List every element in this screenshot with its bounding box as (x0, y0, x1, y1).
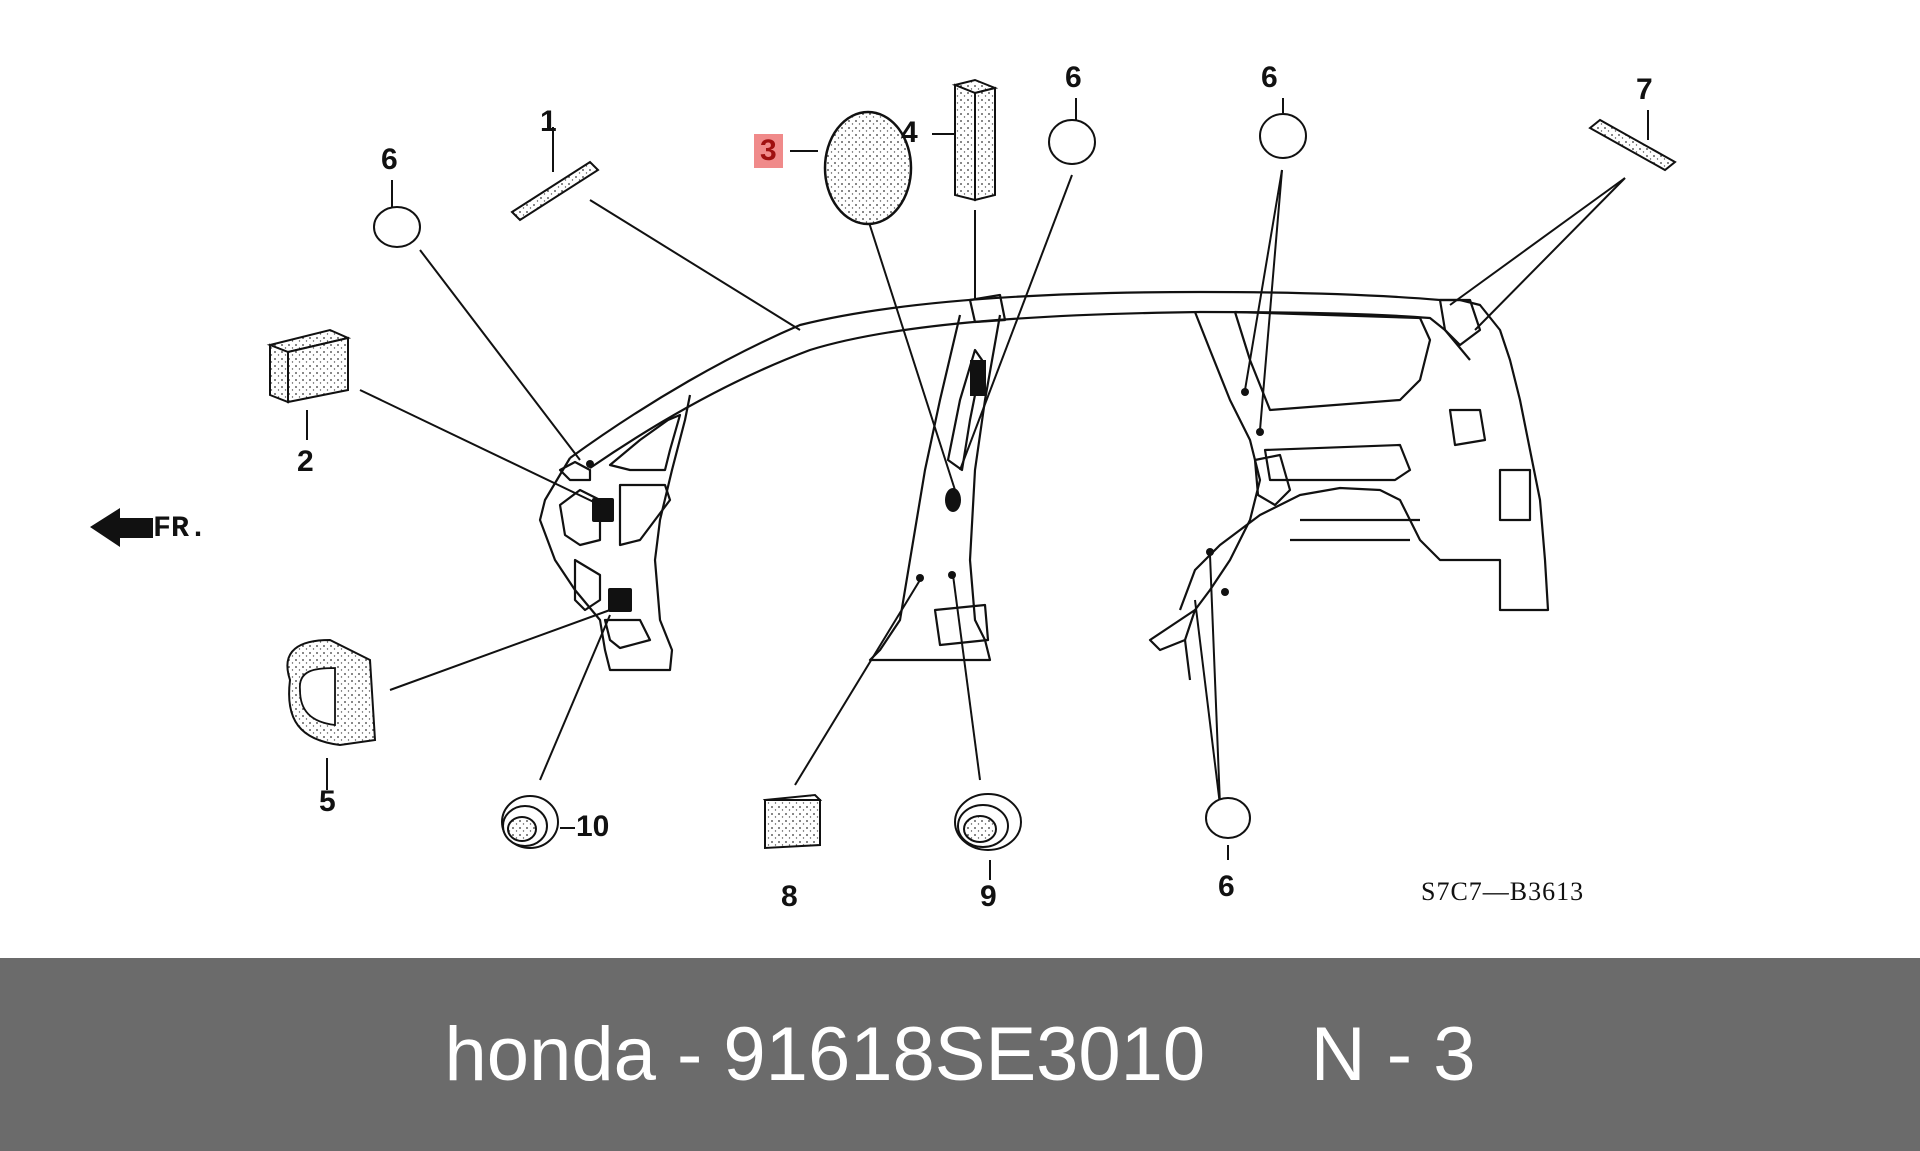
callout-6: 6 (1218, 870, 1235, 903)
diagram-code: S7C7—B3613 (1421, 877, 1585, 906)
part-4-strip (951, 78, 999, 202)
part-6-oval-c (1259, 113, 1307, 159)
callout-4: 4 (901, 116, 918, 149)
part-8-block (762, 793, 823, 850)
callout-1: 1 (540, 105, 557, 138)
car-body-frame (538, 290, 1550, 681)
part-10-grommet (501, 795, 559, 849)
callout-8: 8 (781, 880, 798, 913)
footer-bar: honda - 91618SE3010 N - 3 (0, 958, 1920, 1151)
part-2-block (266, 328, 352, 404)
part-1-pad (510, 160, 600, 222)
callout-3: 3 (754, 134, 783, 168)
callout-6: 6 (1261, 61, 1278, 94)
part-6-oval-d (1205, 797, 1251, 839)
part-6-oval-a (373, 206, 421, 248)
callout-10: 10 (576, 810, 610, 843)
parts-diagram: 1 2 3 4 5 6 6 6 6 7 8 9 10 FR. S7C7—B361… (90, 61, 1677, 913)
callout-6: 6 (1065, 61, 1082, 94)
part-number-caption: honda - 91618SE3010 N - 3 (444, 1012, 1476, 1097)
callout-6: 6 (381, 143, 398, 176)
leader-lines (306, 98, 1649, 880)
callout-9: 9 (980, 880, 997, 913)
part-7-plate (1588, 118, 1677, 172)
part-9-grommet (954, 793, 1022, 851)
callout-5: 5 (319, 785, 336, 818)
front-arrow-icon (90, 508, 153, 547)
callout-2: 2 (297, 445, 314, 478)
body-side-drawing (90, 78, 1677, 880)
part-5-d-block (286, 638, 377, 747)
frame-holes (586, 360, 1264, 612)
part-3-oval (823, 110, 913, 226)
front-direction-label: FR. (153, 512, 208, 546)
part-6-oval-b (1048, 119, 1096, 165)
callout-7: 7 (1636, 73, 1653, 106)
